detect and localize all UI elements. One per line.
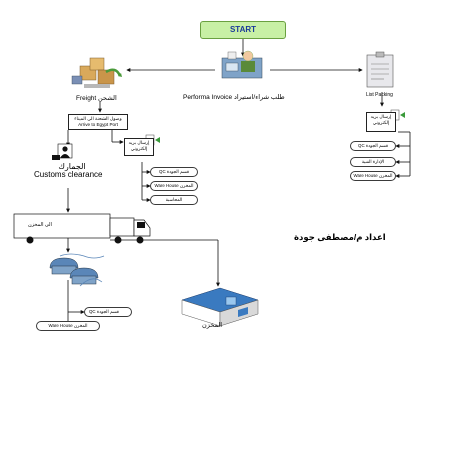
bottom-pill-warehouse[interactable]: Ware House المخزن — [36, 321, 100, 331]
truck-label: الى المخزن — [28, 222, 52, 228]
freight-boxes-icon — [71, 57, 122, 88]
email-left-line1: إرسال بريد — [128, 140, 150, 145]
truck-icon — [13, 213, 151, 244]
customs-label-en: Customs clearance — [34, 170, 103, 179]
performa-label: Performa Invoice طلب شراء/استيراد — [183, 94, 285, 101]
performa-person-icon — [221, 50, 263, 79]
list-packing-label: List Packing — [366, 92, 393, 98]
clipboard-icon — [366, 51, 394, 88]
author-credit: اعداد م/مصطفى جودة — [294, 232, 386, 242]
customs-label-ar: الجمارك — [58, 162, 86, 171]
right-pill-qc[interactable]: QC قسم الجودة — [350, 141, 396, 151]
email-left-box[interactable]: إرسال بريد إلكتروني — [124, 138, 154, 156]
email-right-box[interactable]: إرسال بريد إلكتروني — [366, 112, 396, 132]
right-pill-technical[interactable]: الإدارة الفنية — [350, 157, 396, 167]
telephone-icon — [49, 253, 105, 287]
warehouse-icon — [181, 287, 259, 327]
start-node[interactable]: START — [200, 21, 286, 39]
email-right-line2: إلكتروني — [372, 120, 390, 125]
customs-officer-icon — [52, 143, 73, 160]
bottom-pill-qc[interactable]: QC قسم الجودة — [84, 307, 132, 317]
email-left-line2: إلكتروني — [130, 146, 148, 151]
arrive-port-box[interactable]: وصول الشحنة الى الميناء Arrive to Egypt … — [68, 114, 128, 130]
right-pill-warehouse[interactable]: Ware House المخزن — [350, 171, 396, 181]
left-pill-warehouse[interactable]: Ware House المخزن — [150, 181, 198, 191]
arrive-line2: Arrive to Egypt Port — [78, 122, 118, 127]
left-pill-accounting[interactable]: المحاسبة — [150, 195, 198, 205]
arrive-line1: وصول الشحنة الى الميناء — [74, 116, 122, 121]
warehouse-label: المخزن — [202, 322, 223, 329]
email-right-line1: إرسال بريد — [370, 114, 392, 119]
freight-label: Freight الشحن — [76, 95, 117, 102]
left-pill-qc[interactable]: QC قسم الجودة — [150, 167, 198, 177]
